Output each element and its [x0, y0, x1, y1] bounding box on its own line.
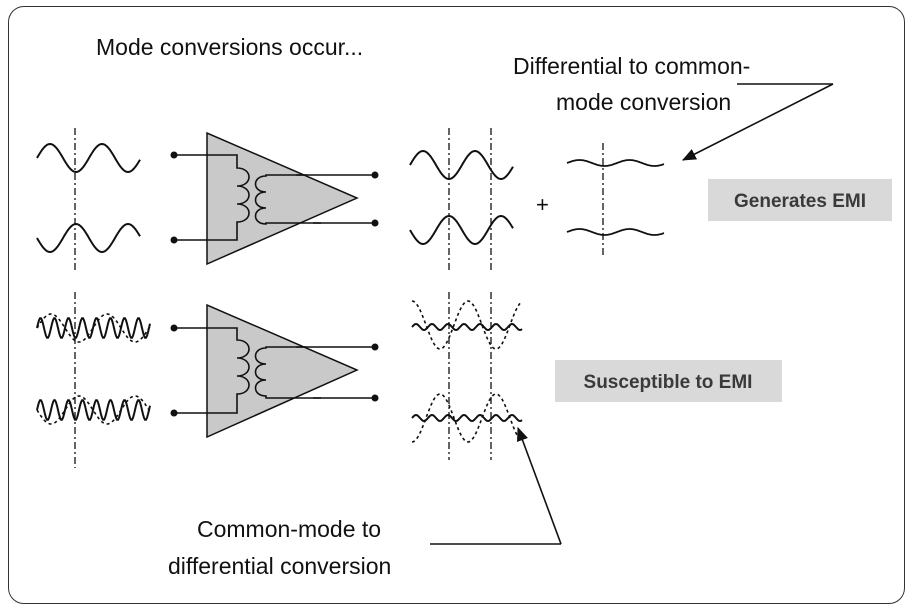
amplifier-triangle: [206, 131, 359, 266]
diff-to-cm-label-line2: mode conversion: [556, 89, 731, 115]
upper-input-waves: [36, 142, 141, 254]
upper-output-waves: [409, 149, 514, 246]
input-noise-wave: [36, 317, 151, 339]
generates-emi-badge: Generates EMI: [708, 179, 892, 221]
cm-wave-upper: [566, 159, 665, 167]
terminal-dot: [371, 343, 379, 351]
secondary-coil: [254, 174, 321, 225]
terminal-dot: [371, 219, 379, 227]
terminal-dot: [170, 324, 178, 332]
output-dotted-wave: [411, 300, 521, 350]
input-wave-negative: [36, 222, 141, 254]
plus-sign: +: [536, 192, 549, 217]
terminal-dot: [371, 394, 379, 402]
lower-amplifier: [170, 303, 379, 439]
susceptible-emi-label: Susceptible to EMI: [584, 372, 753, 393]
secondary-coil: [254, 346, 321, 399]
output-wave-positive: [409, 149, 514, 181]
primary-coil: [207, 154, 250, 241]
output-ripple-wave: [411, 413, 523, 423]
input-noise-wave: [36, 399, 151, 421]
susceptible-emi-badge: Susceptible to EMI: [555, 360, 782, 402]
cm-wave-lower: [566, 228, 665, 236]
lower-input-waves: [36, 313, 151, 425]
diagram-frame: [8, 6, 905, 604]
input-wave-positive: [36, 142, 141, 174]
terminal-dot: [170, 236, 178, 244]
diagram-title: Mode conversions occur...: [96, 34, 363, 60]
output-wave-negative: [409, 214, 514, 246]
generates-emi-label: Generates EMI: [734, 191, 866, 212]
terminal-dot: [371, 171, 379, 179]
cm-to-diff-arrow: [516, 426, 562, 545]
badge-background: [708, 179, 892, 221]
input-dotted-wave: [36, 395, 151, 425]
upper-amplifier: [170, 131, 379, 266]
badge-background: [555, 360, 782, 402]
common-mode-output-waves: [566, 159, 665, 236]
terminal-dot: [170, 151, 178, 159]
output-ripple-wave: [411, 322, 523, 332]
terminal-dot: [170, 409, 178, 417]
output-dotted-wave: [411, 393, 521, 443]
cm-to-diff-label-line1: Common-mode to: [197, 516, 381, 542]
primary-coil: [207, 327, 250, 414]
transformer-coils-icon: [207, 327, 321, 414]
input-dotted-wave: [36, 313, 151, 343]
amplifier-triangle: [206, 303, 359, 439]
diff-to-cm-arrow: [681, 83, 834, 161]
diff-to-cm-label-line1: Differential to common-: [513, 53, 750, 79]
lower-output-waves: [411, 300, 523, 443]
transformer-coils-icon: [207, 154, 321, 241]
cm-to-diff-label-line2: differential conversion: [168, 553, 391, 579]
